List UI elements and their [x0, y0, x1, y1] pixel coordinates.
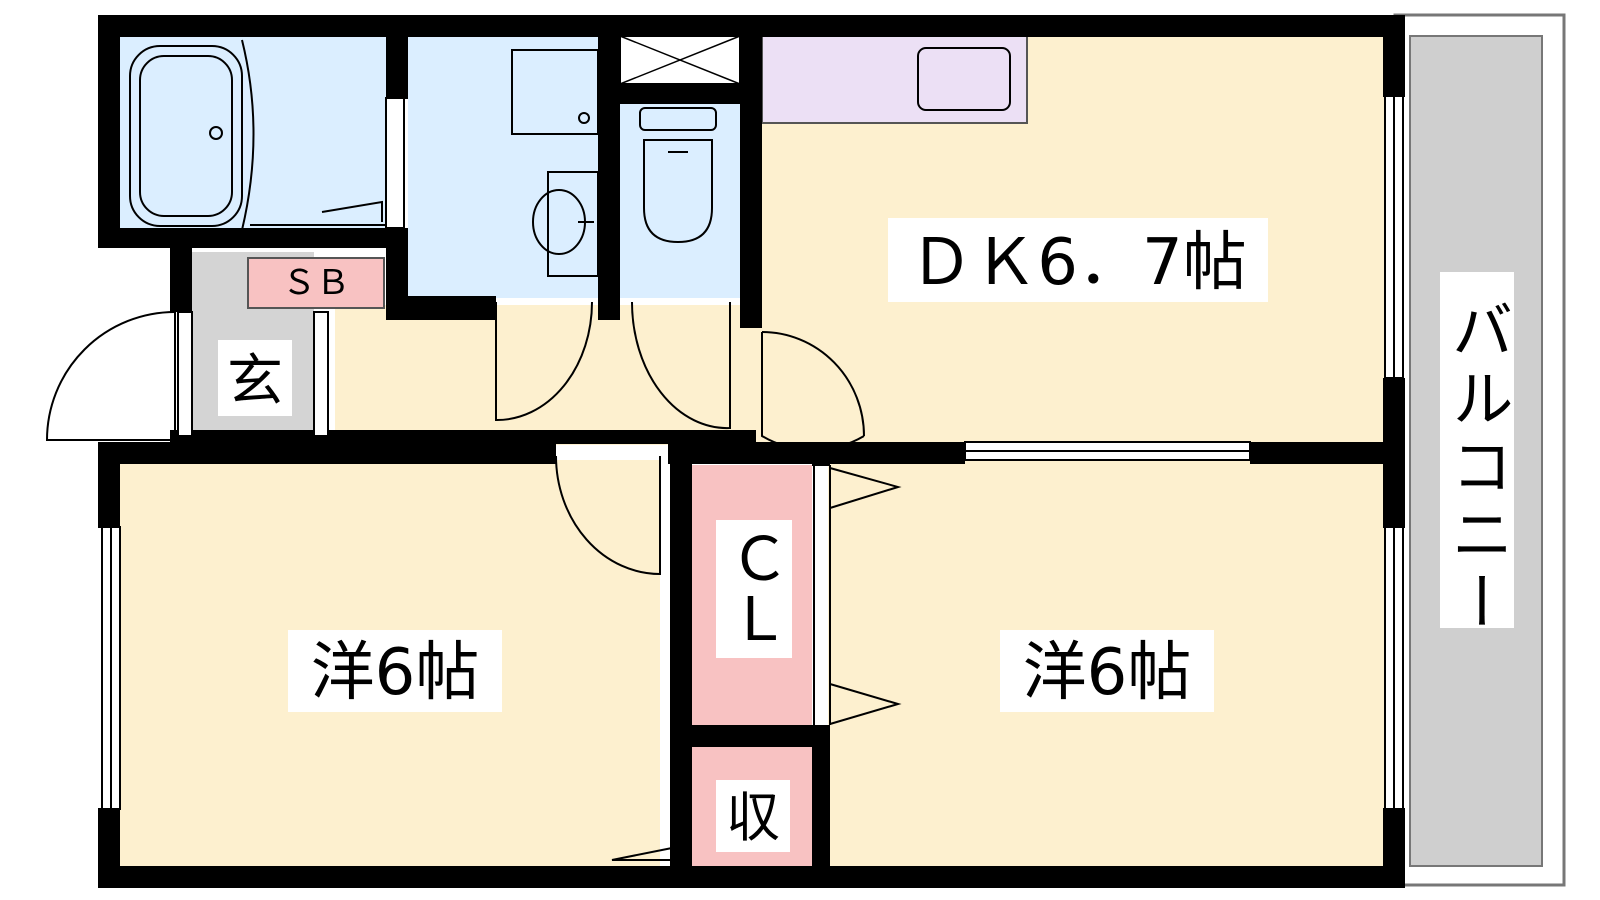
storage-door[interactable]	[611, 847, 673, 861]
shoe-box	[247, 257, 385, 309]
balcony-label: バルコニー	[1441, 298, 1514, 638]
western-right-label-bg	[1000, 630, 1214, 712]
dk-label: ＤＫ6．7帖	[909, 226, 1246, 300]
entrance-step	[177, 311, 329, 437]
bathtub-icon	[129, 45, 243, 227]
washing-machine-dial	[578, 112, 590, 124]
toilet-door-swing[interactable]	[631, 301, 731, 430]
bathtub-drain	[209, 126, 223, 140]
wall-vent-bottom	[598, 84, 758, 104]
wall-wash-toilet	[598, 15, 620, 320]
front-door-swing[interactable]	[45, 311, 176, 441]
wall-mid-left	[98, 442, 556, 464]
wall-closet-left	[670, 442, 692, 888]
walls	[98, 15, 1405, 888]
entrance-label: 玄	[227, 349, 283, 414]
washroom-door-swing[interactable]	[495, 301, 593, 422]
wall-storage-right	[812, 725, 830, 888]
entrance-step-left	[177, 311, 193, 437]
wall-bottom	[98, 866, 1405, 888]
wall-bath-wash	[386, 15, 408, 99]
wall-entrance-left	[170, 248, 192, 312]
wall-wash-bottom	[386, 296, 496, 320]
bath-curve	[241, 39, 255, 231]
entrance-label-bg	[218, 340, 292, 416]
western-left-label: 洋6帖	[311, 636, 480, 710]
wall-toilet-dk	[740, 15, 762, 328]
doors	[45, 301, 902, 861]
vent-x-2	[619, 35, 741, 85]
kitchen-sink	[917, 47, 1011, 111]
dk-label-bg	[888, 218, 1268, 302]
hall-floor	[335, 305, 755, 445]
toilet-tank-icon	[639, 107, 717, 131]
wall-closet-right	[812, 442, 830, 466]
bathroom-floor	[120, 36, 390, 246]
washroom-floor	[408, 36, 598, 298]
wall-right-upper	[1383, 15, 1405, 97]
western-left-door-swing[interactable]	[555, 455, 661, 576]
labels: ＤＫ6．7帖 洋6帖 洋6帖 バルコニー 玄 ＳＢ ＣＬ 収	[218, 218, 1514, 852]
balcony-label-bg	[1440, 272, 1514, 628]
closet-door-top[interactable]	[829, 467, 902, 509]
storage-label: 収	[726, 786, 780, 849]
floor-fills	[120, 13, 1566, 887]
wall-bath-bottom	[98, 228, 406, 248]
closet-label-bg	[716, 520, 792, 658]
storage-label-bg	[716, 780, 790, 852]
wall-mid-right	[1250, 442, 1405, 464]
bath-door-mark	[321, 200, 383, 222]
shoe-box-label: ＳＢ	[282, 263, 350, 303]
wall-hall-base	[170, 430, 756, 444]
wall-right-lower	[1383, 808, 1405, 888]
closet-door-bottom[interactable]	[829, 683, 902, 725]
closet-label: ＣＬ	[719, 528, 789, 648]
entrance-step-right	[313, 311, 329, 437]
window-bath-side	[385, 97, 405, 229]
toilet-floor	[620, 104, 740, 298]
wall-left-upper	[98, 15, 120, 248]
dk-door-arc	[761, 331, 865, 437]
toilet-bowl-icon	[643, 139, 713, 244]
wall-closet-bottom	[670, 725, 828, 747]
western-right-label: 洋6帖	[1023, 636, 1192, 710]
western-left-label-bg	[288, 630, 502, 712]
bathtub-inner	[139, 55, 233, 217]
